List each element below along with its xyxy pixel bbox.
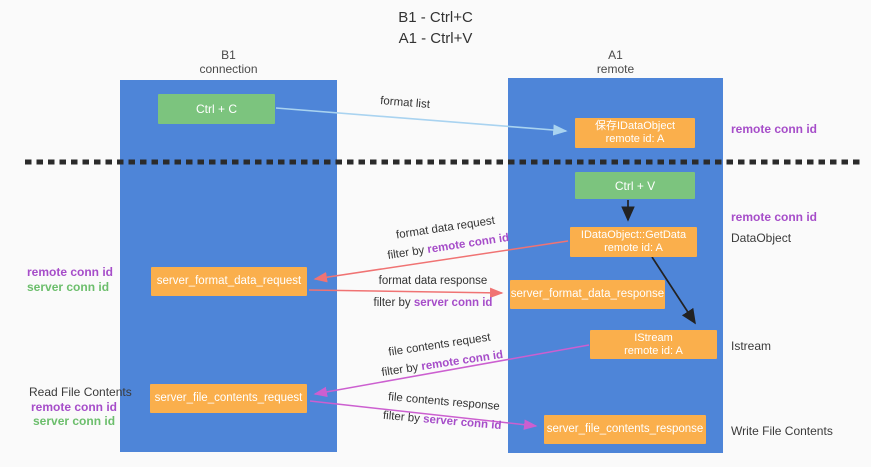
diagram-title: B1 - Ctrl+C A1 - Ctrl+V [0,7,871,49]
lane-a1-name: A1 [608,48,623,62]
label-server-conn-id-left-top: server conn id [27,280,110,294]
box-getdata-line2: remote id: A [604,242,663,254]
box-server-file-contents-response-label: server_file_contents_response [546,423,704,435]
label-remote-conn-id-left-bottom: remote conn id [31,400,118,414]
box-ctrl-v-label: Ctrl + V [614,178,656,193]
box-istream-line2: remote id: A [624,344,683,357]
box-server-format-data-response-label: server_format_data_response [510,288,665,300]
box-server-format-data-request: server_format_data_request [151,267,307,296]
box-istream-line1: IStream [634,331,673,344]
box-save-idataobject-line1: 保存IDataObject [594,120,676,132]
label-read-file-contents: Read File Contents [29,385,132,399]
box-server-file-contents-response: server_file_contents_response [544,415,706,444]
box-idataobject-getdata: IDataObject::GetData remote id: A [570,227,697,257]
box-ctrl-c: Ctrl + C [158,94,275,124]
label-istream: Istream [731,339,772,353]
box-ctrl-v: Ctrl + V [575,172,695,199]
label-remote-conn-id-right-top: remote conn id [731,122,818,136]
diagram-title-line2: A1 - Ctrl+V [398,30,473,47]
lane-header-b1: B1 connection [120,48,337,76]
box-server-file-contents-request: server_file_contents_request [150,384,307,413]
lane-a1-role: remote [596,62,635,76]
box-server-format-data-response: server_format_data_response [510,280,665,309]
label-dataobject: DataObject [731,231,792,245]
lane-b1-name: B1 [221,48,236,62]
label-format-list: format list [379,95,431,111]
label-remote-conn-id-right-mid: remote conn id [731,210,818,224]
box-save-idataobject-line2: remote id: A [605,133,665,145]
label-server-conn-id-left-bottom: server conn id [33,414,116,428]
box-server-format-data-request-label: server_format_data_request [156,275,302,287]
label-file-contents-request: file contents request filter by remote c… [380,331,504,379]
box-getdata-line1: IDataObject::GetData [580,229,687,241]
label-format-data-request: format data request filter by remote con… [386,214,510,262]
label-format-data-response: format data response filter by server co… [373,275,493,309]
box-save-idataobject: 保存IDataObject remote id: A [575,118,695,148]
diagram-title-line1: B1 - Ctrl+C [398,9,473,26]
lane-header-a1: A1 remote [508,48,723,76]
label-write-file-contents: Write File Contents [731,424,833,438]
label-remote-conn-id-left-top: remote conn id [27,265,114,279]
box-ctrl-c-label: Ctrl + C [195,102,237,116]
lane-b1-role: connection [199,62,258,76]
box-istream: IStream remote id: A [590,330,717,359]
box-server-file-contents-request-label: server_file_contents_request [154,392,303,404]
label-file-contents-response: file contents response filter by server … [382,391,502,433]
